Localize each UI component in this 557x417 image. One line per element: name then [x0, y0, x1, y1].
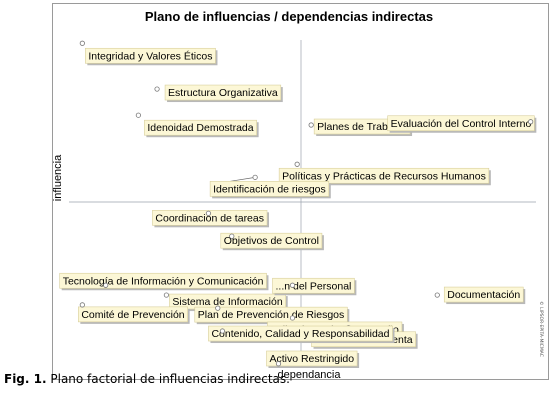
label-box — [78, 306, 188, 323]
data-point — [275, 361, 282, 367]
data-point-label: Activo Restringido — [269, 353, 354, 365]
label-box — [443, 286, 524, 303]
data-point-group: Comité de Prevención — [78, 302, 190, 324]
data-point — [205, 210, 212, 216]
data-point — [252, 174, 258, 180]
data-point — [219, 328, 226, 334]
data-point-group: Coordinación de tareas — [152, 210, 270, 228]
label-box — [144, 119, 257, 136]
data-point — [528, 119, 534, 125]
software-credit: © LIPSOR-EPITA-MICMAC — [538, 301, 545, 357]
chart-frame: Plano de influencias / dependencias indi… — [52, 3, 549, 381]
data-point-label: Identificación de riesgos — [213, 183, 326, 195]
label-box — [85, 47, 216, 64]
label-box — [266, 350, 358, 367]
data-point-group: Evaluación del Control Interno — [387, 115, 537, 133]
data-point-group: Planes de Trabajos — [308, 118, 413, 137]
figure-number: Fig. 1. — [4, 372, 47, 386]
data-point — [79, 302, 85, 308]
label-box — [209, 181, 330, 197]
leader-line — [230, 176, 256, 182]
data-point — [308, 122, 314, 128]
data-point-group: Integridad y Valores Éticos — [79, 40, 218, 66]
data-point-group: Tecnología de Información y Comunicación — [59, 272, 269, 291]
label-box — [59, 272, 267, 289]
label-box — [272, 277, 355, 294]
data-point-label: ...n del Personal — [275, 280, 351, 292]
chart-title: Plano de influencias / dependencias indi… — [145, 9, 433, 24]
data-point-group: Identificación de riesgos — [209, 174, 331, 199]
data-point — [289, 315, 296, 321]
data-point — [215, 305, 221, 311]
data-point-group: Documentación — [434, 286, 526, 305]
figure-caption: Fig. 1. Plano factorial de influencias i… — [4, 372, 290, 386]
data-point-group: Activo Restringido — [266, 350, 360, 368]
data-point-label: Coordinación de tareas — [155, 212, 264, 224]
data-point — [163, 292, 170, 298]
data-point-label: Objetivos de Control — [224, 235, 319, 247]
data-point-label: Idenoidad Demostrada — [147, 122, 253, 134]
data-point — [434, 292, 440, 298]
scatter-chart: Plano de influencias / dependencias indi… — [53, 9, 545, 381]
data-point-label: Integridad y Valores Éticos — [88, 49, 212, 62]
label-box — [278, 167, 490, 184]
label-box — [164, 84, 282, 101]
data-point-group: ...n del Personal — [272, 277, 357, 296]
data-point-label: Contenido, Calidad y Responsabilidad — [211, 328, 389, 340]
data-point-label: Políticas y Prácticas de Recursos Humano… — [282, 170, 486, 182]
data-point — [135, 112, 141, 118]
label-box — [208, 325, 393, 342]
label-box — [387, 115, 535, 132]
data-point-label: Tecnología de Información y Comunicación — [63, 275, 264, 287]
data-point-group: Plan de Prevención de Riesgos — [194, 305, 350, 325]
data-point-label: Sistema de Información — [172, 296, 282, 308]
data-point-label: Estructura Organizativa — [168, 87, 278, 99]
x-axis-label: dependancia — [277, 369, 341, 381]
data-point-group: Objetivos de Control — [220, 232, 324, 251]
data-point-label: Documentación — [447, 289, 520, 301]
data-point — [229, 233, 235, 239]
label-box — [152, 210, 268, 226]
data-point-label: Planes de Trabajos — [317, 121, 407, 133]
data-point-label: Plan de Prevención de Riesgos — [198, 309, 345, 321]
data-point — [103, 282, 109, 288]
data-point-group: Contenido, Calidad y Responsabilidad — [208, 325, 395, 344]
data-point — [79, 40, 85, 46]
data-point-group: Políticas y Prácticas de Recursos Humano… — [278, 161, 491, 186]
y-axis-label: influencia — [53, 154, 64, 201]
data-point — [294, 161, 300, 167]
data-point-group: Idenoidad Demostrada — [135, 112, 259, 138]
data-point-group: Estructura Organizativa — [154, 84, 283, 103]
data-point-label: Comité de Prevención — [81, 309, 184, 321]
caption-text: Plano factorial de influencias indirecta… — [50, 372, 290, 386]
label-box — [220, 232, 323, 249]
data-point-label: Evaluación del Control Interno — [391, 118, 532, 130]
data-point — [289, 282, 296, 288]
data-point — [154, 86, 160, 92]
